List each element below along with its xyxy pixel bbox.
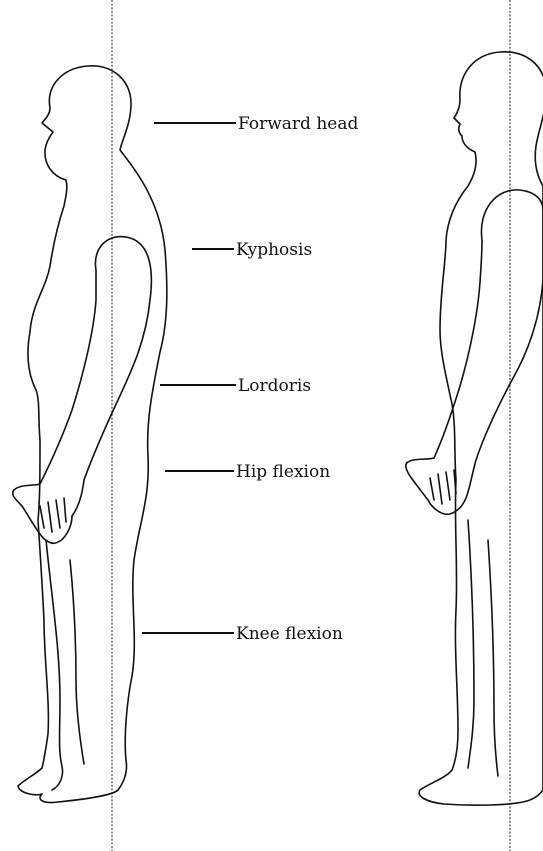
knee-flexion-label: Knee flexion	[236, 624, 343, 644]
faulty-posture-rear-leg-detail	[70, 560, 84, 764]
faulty-posture-body-outline	[18, 66, 167, 803]
faulty-posture-fingers	[40, 498, 66, 532]
hip-flexion-label: Hip flexion	[236, 462, 330, 482]
ideal-posture-body-outline	[419, 52, 543, 805]
posture-fault-labels: Forward head Kyphosis Lordoris Hip flexi…	[142, 114, 358, 644]
ideal-posture-fingers	[430, 470, 456, 504]
faulty-posture-leg-detail	[46, 540, 63, 790]
forward-head-label: Forward head	[238, 114, 358, 134]
kyphosis-label: Kyphosis	[236, 240, 312, 260]
ideal-posture-rear-leg-detail	[488, 540, 498, 776]
lordoris-label: Lordoris	[238, 376, 311, 396]
ideal-posture-leg-detail	[468, 520, 474, 768]
faulty-posture-figure	[13, 0, 167, 851]
faulty-posture-arm-outline	[13, 237, 152, 544]
ideal-posture-arm-outline	[406, 190, 543, 514]
ideal-posture-figure	[406, 0, 543, 851]
